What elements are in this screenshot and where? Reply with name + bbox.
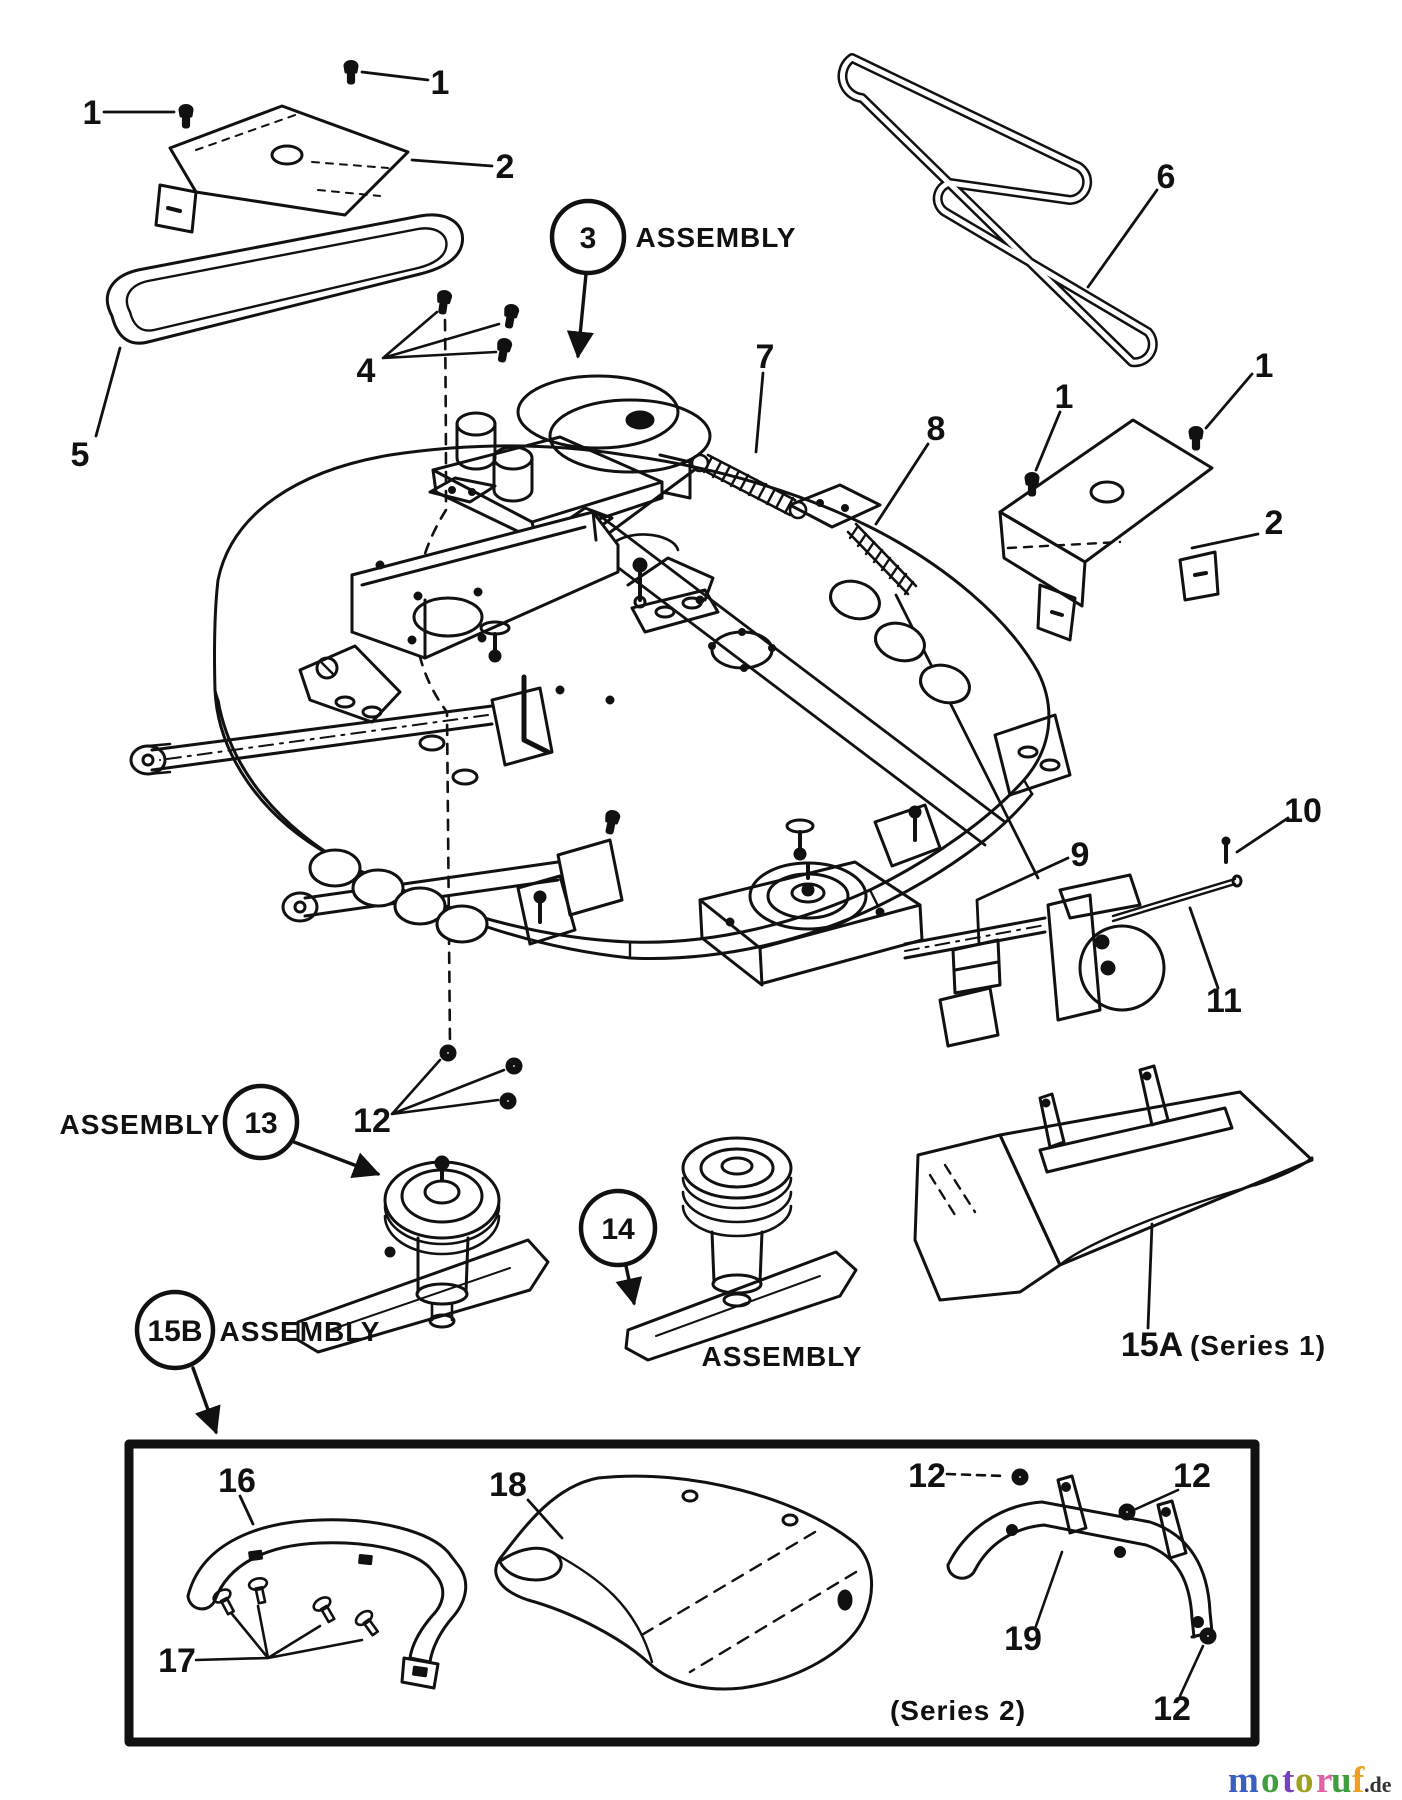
callout-1-right: 1 — [1255, 347, 1274, 385]
callout-1-left: 1 — [83, 94, 102, 132]
logo-letter: o — [1261, 1760, 1280, 1800]
belt-cover-left-drawing — [154, 104, 410, 234]
idler-assembly-drawing — [431, 374, 712, 542]
deck-idler-pulley-drawing — [698, 860, 924, 987]
assembly-label-13: ASSEMBLY — [59, 1109, 220, 1140]
callout-18: 18 — [489, 1466, 527, 1504]
screw-1-top — [343, 60, 359, 85]
spindle-14-drawing — [624, 1136, 858, 1362]
belt-cover-right-drawing — [998, 418, 1220, 642]
callout-3: 3 — [580, 222, 597, 255]
logo-letter: u — [1331, 1760, 1352, 1800]
circle-callout-3 — [549, 198, 627, 276]
bracket-16-drawing — [186, 1518, 468, 1690]
bolts-17-drawing — [194, 1575, 384, 1662]
belt-6-drawing — [837, 53, 1158, 368]
right-rollers-drawing — [824, 573, 1072, 797]
assembly-label-15b: ASSEMBLY — [219, 1316, 380, 1347]
callout-16: 16 — [218, 1462, 256, 1500]
callout-9: 9 — [1071, 836, 1090, 874]
series1-label: (Series 1) — [1190, 1330, 1326, 1361]
callout-6: 6 — [1157, 158, 1176, 196]
assembly-arrows — [191, 272, 643, 1435]
spindle-13-drawing — [296, 1155, 550, 1354]
deck-line-art — [94, 53, 1314, 1747]
screws-4-drawing — [381, 289, 520, 1048]
circle-callout-14 — [578, 1188, 658, 1268]
nuts-12-mid-drawing — [390, 1044, 523, 1116]
callout-4: 4 — [357, 352, 376, 390]
callout-7: 7 — [756, 338, 775, 376]
callout-1-top: 1 — [431, 64, 450, 102]
callout-15a: 15A — [1121, 1326, 1183, 1364]
callout-17: 17 — [158, 1642, 196, 1680]
callout-1-mid: 1 — [1055, 378, 1074, 416]
caster-arm-drawing — [903, 836, 1243, 1048]
logo-letter: m — [1228, 1760, 1259, 1800]
series2-label: (Series 2) — [890, 1695, 1026, 1726]
callout-12-mid: 12 — [353, 1102, 391, 1140]
callout-15b: 15B — [147, 1315, 202, 1348]
callout-19: 19 — [1004, 1620, 1042, 1658]
logo-letter: t — [1282, 1760, 1295, 1800]
motoruf-logo: m o t o r u f .de — [1228, 1760, 1392, 1800]
assembly-label-3: ASSEMBLY — [635, 222, 796, 253]
logo-letter: o — [1295, 1760, 1314, 1800]
callout-11: 11 — [1206, 982, 1242, 1020]
leader-lines — [94, 70, 1290, 1540]
screw-1-left — [178, 104, 194, 129]
callout-10: 10 — [1284, 792, 1322, 830]
assembly-label-14: ASSEMBLY — [701, 1341, 862, 1372]
callout-5: 5 — [71, 436, 90, 474]
callout-2-right: 2 — [1265, 504, 1284, 542]
logo-letter: r — [1316, 1760, 1332, 1800]
bracket-19-drawing — [945, 1468, 1217, 1698]
callout-8: 8 — [927, 410, 946, 448]
callout-2-left: 2 — [496, 148, 515, 186]
callout-14: 14 — [601, 1213, 635, 1246]
callout-labels: 1 1 2 5 3 ASSEMBLY 4 6 7 8 1 1 2 9 10 11… — [59, 64, 1326, 1728]
hood-18-drawing — [494, 1474, 874, 1691]
screw-1-right — [1188, 426, 1204, 451]
series2-box-border — [124, 1439, 1260, 1747]
chute-15a-drawing — [913, 1064, 1314, 1302]
circle-callout-15b — [134, 1289, 216, 1371]
callout-13: 13 — [244, 1107, 277, 1140]
callout-12-box-right: 12 — [1173, 1457, 1211, 1495]
belt-5-drawing — [105, 213, 465, 345]
callout-12-box-bottom: 12 — [1153, 1690, 1191, 1728]
callout-12-box-left: 12 — [908, 1457, 946, 1495]
circle-callout-13 — [222, 1083, 300, 1161]
roller-arms-drawing — [129, 686, 624, 946]
logo-letter: f — [1352, 1760, 1365, 1800]
logo-suffix: .de — [1364, 1772, 1392, 1797]
